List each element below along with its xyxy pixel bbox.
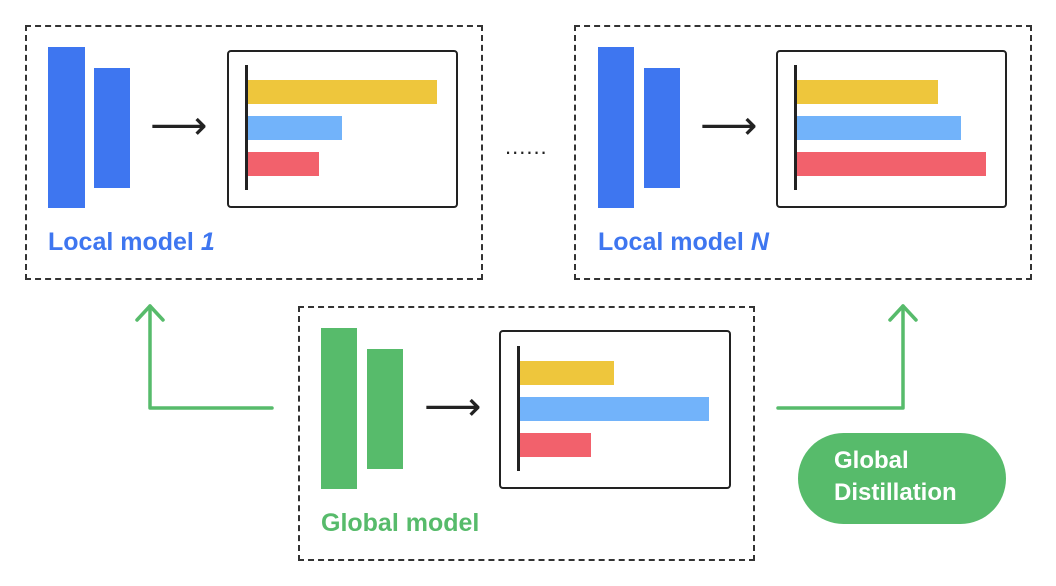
local-model-n-label: Local model N xyxy=(598,228,769,256)
global-model-label: Global model xyxy=(321,509,480,537)
global-model-layer-2 xyxy=(367,349,403,469)
global-model-axis xyxy=(517,346,520,471)
global-distillation-line-2: Distillation xyxy=(834,479,957,506)
ellipsis: ...... xyxy=(505,134,548,159)
local-model-1-bar-yellow xyxy=(248,80,437,104)
connector-right xyxy=(776,304,905,410)
global-model-box xyxy=(298,306,755,561)
local-model-n-layer-2 xyxy=(644,68,680,188)
local-model-1-box xyxy=(25,25,483,280)
global-model-bar-red xyxy=(520,433,591,457)
local-model-1-label: Local model 1 xyxy=(48,228,215,256)
local-model-n-bar-red xyxy=(797,152,986,176)
right-arrow-icon: ⟶ xyxy=(424,385,482,429)
up-arrow-icon-left xyxy=(135,304,165,322)
local-model-n-axis xyxy=(794,65,797,190)
local-model-1-layer-2 xyxy=(94,68,130,188)
local-model-1-bar-blue xyxy=(248,116,342,140)
up-arrow-icon-right xyxy=(888,304,918,322)
global-distillation-line-1: Global xyxy=(834,447,909,474)
local-model-n-box xyxy=(574,25,1032,280)
local-model-1-bar-red xyxy=(248,152,319,176)
local-model-1-layer-1 xyxy=(48,47,85,208)
local-model-n-layer-1 xyxy=(598,47,634,208)
global-model-bar-yellow xyxy=(520,361,614,385)
right-arrow-icon: ⟶ xyxy=(700,104,758,148)
local-model-1-axis xyxy=(245,65,248,190)
right-arrow-icon: ⟶ xyxy=(150,104,208,148)
global-model-bar-blue xyxy=(520,397,709,421)
global-model-layer-1 xyxy=(321,328,357,489)
connector-left xyxy=(148,304,274,410)
local-model-n-bar-blue xyxy=(797,116,961,140)
global-distillation-badge: Global Distillation xyxy=(798,433,1006,524)
local-model-n-bar-yellow xyxy=(797,80,938,104)
